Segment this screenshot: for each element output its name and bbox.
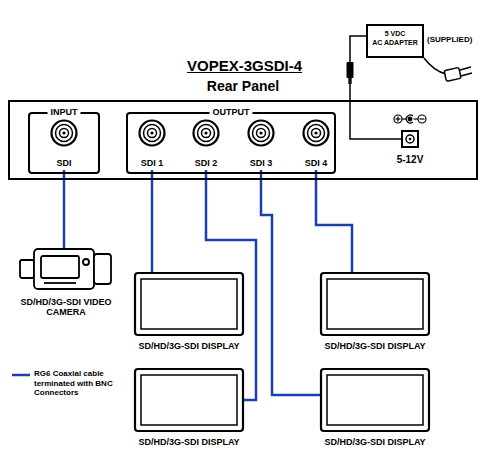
display-graphic	[320, 272, 430, 336]
bnc-label: SDI 3	[241, 158, 281, 168]
diagram-title: VOPEX-3GSDI-4	[0, 57, 489, 74]
output-group: OUTPUTSDI 1SDI 2SDI 3SDI 4	[126, 112, 336, 174]
display-graphic	[134, 368, 244, 432]
bnc-label: SDI 2	[186, 158, 226, 168]
bnc-label: SDI 1	[132, 158, 172, 168]
rear-panel: Rear PanelINPUTSDIOUTPUTSDI 1SDI 2SDI 3S…	[8, 100, 478, 180]
bnc-connector: SDI 2	[186, 118, 226, 170]
jack-label: 5-12V	[397, 154, 424, 165]
adapter-label: AC ADAPTER	[370, 39, 420, 48]
bnc-connector: SDI	[44, 118, 84, 170]
bnc-connector: SDI 1	[132, 118, 172, 170]
jack-graphic	[403, 132, 417, 146]
adapter-label: (SUPPLIED)	[427, 35, 472, 45]
sdi-display: SD/HD/3G-SDI DISPLAY	[320, 272, 430, 336]
camera-label: SD/HD/3G-SDI VIDEO CAMERA	[11, 297, 121, 317]
bnc-label: SDI 4	[296, 158, 336, 168]
panel-label: Rear Panel	[207, 78, 279, 94]
coax-cable	[261, 170, 320, 395]
ac-adapter: 5 VDCAC ADAPTER(SUPPLIED)	[366, 24, 424, 58]
display-label: SD/HD/3G-SDI DISPLAY	[324, 341, 425, 351]
bnc-label: SDI	[44, 158, 84, 168]
coax-cable	[63, 170, 66, 248]
sdi-display: SD/HD/3G-SDI DISPLAY	[134, 368, 244, 432]
legend-line-sample	[12, 374, 30, 377]
adapter-label: 5 VDC	[370, 30, 420, 39]
polarity-symbol	[394, 115, 426, 123]
power-jack: 5-12V	[401, 130, 419, 148]
coax-cable	[316, 170, 352, 272]
display-graphic	[320, 368, 430, 432]
display-graphic	[134, 272, 244, 336]
bnc-connector: SDI 4	[296, 118, 336, 170]
input-group: INPUTSDI	[28, 112, 100, 174]
legend-text: RG6 Coaxial cable terminated with BNC Co…	[34, 369, 130, 398]
coax-cable	[151, 170, 154, 272]
ac-plug	[424, 58, 472, 81]
group-label: OUTPUT	[210, 107, 253, 118]
video-camera: SD/HD/3G-SDI VIDEO CAMERA	[18, 248, 114, 292]
group-label: INPUT	[48, 107, 81, 118]
sdi-display: SD/HD/3G-SDI DISPLAY	[320, 368, 430, 432]
display-label: SD/HD/3G-SDI DISPLAY	[138, 437, 239, 447]
bnc-connector: SDI 3	[241, 118, 281, 170]
sdi-display: SD/HD/3G-SDI DISPLAY	[134, 272, 244, 336]
camera-graphic	[18, 248, 114, 292]
display-label: SD/HD/3G-SDI DISPLAY	[324, 437, 425, 447]
display-label: SD/HD/3G-SDI DISPLAY	[138, 341, 239, 351]
